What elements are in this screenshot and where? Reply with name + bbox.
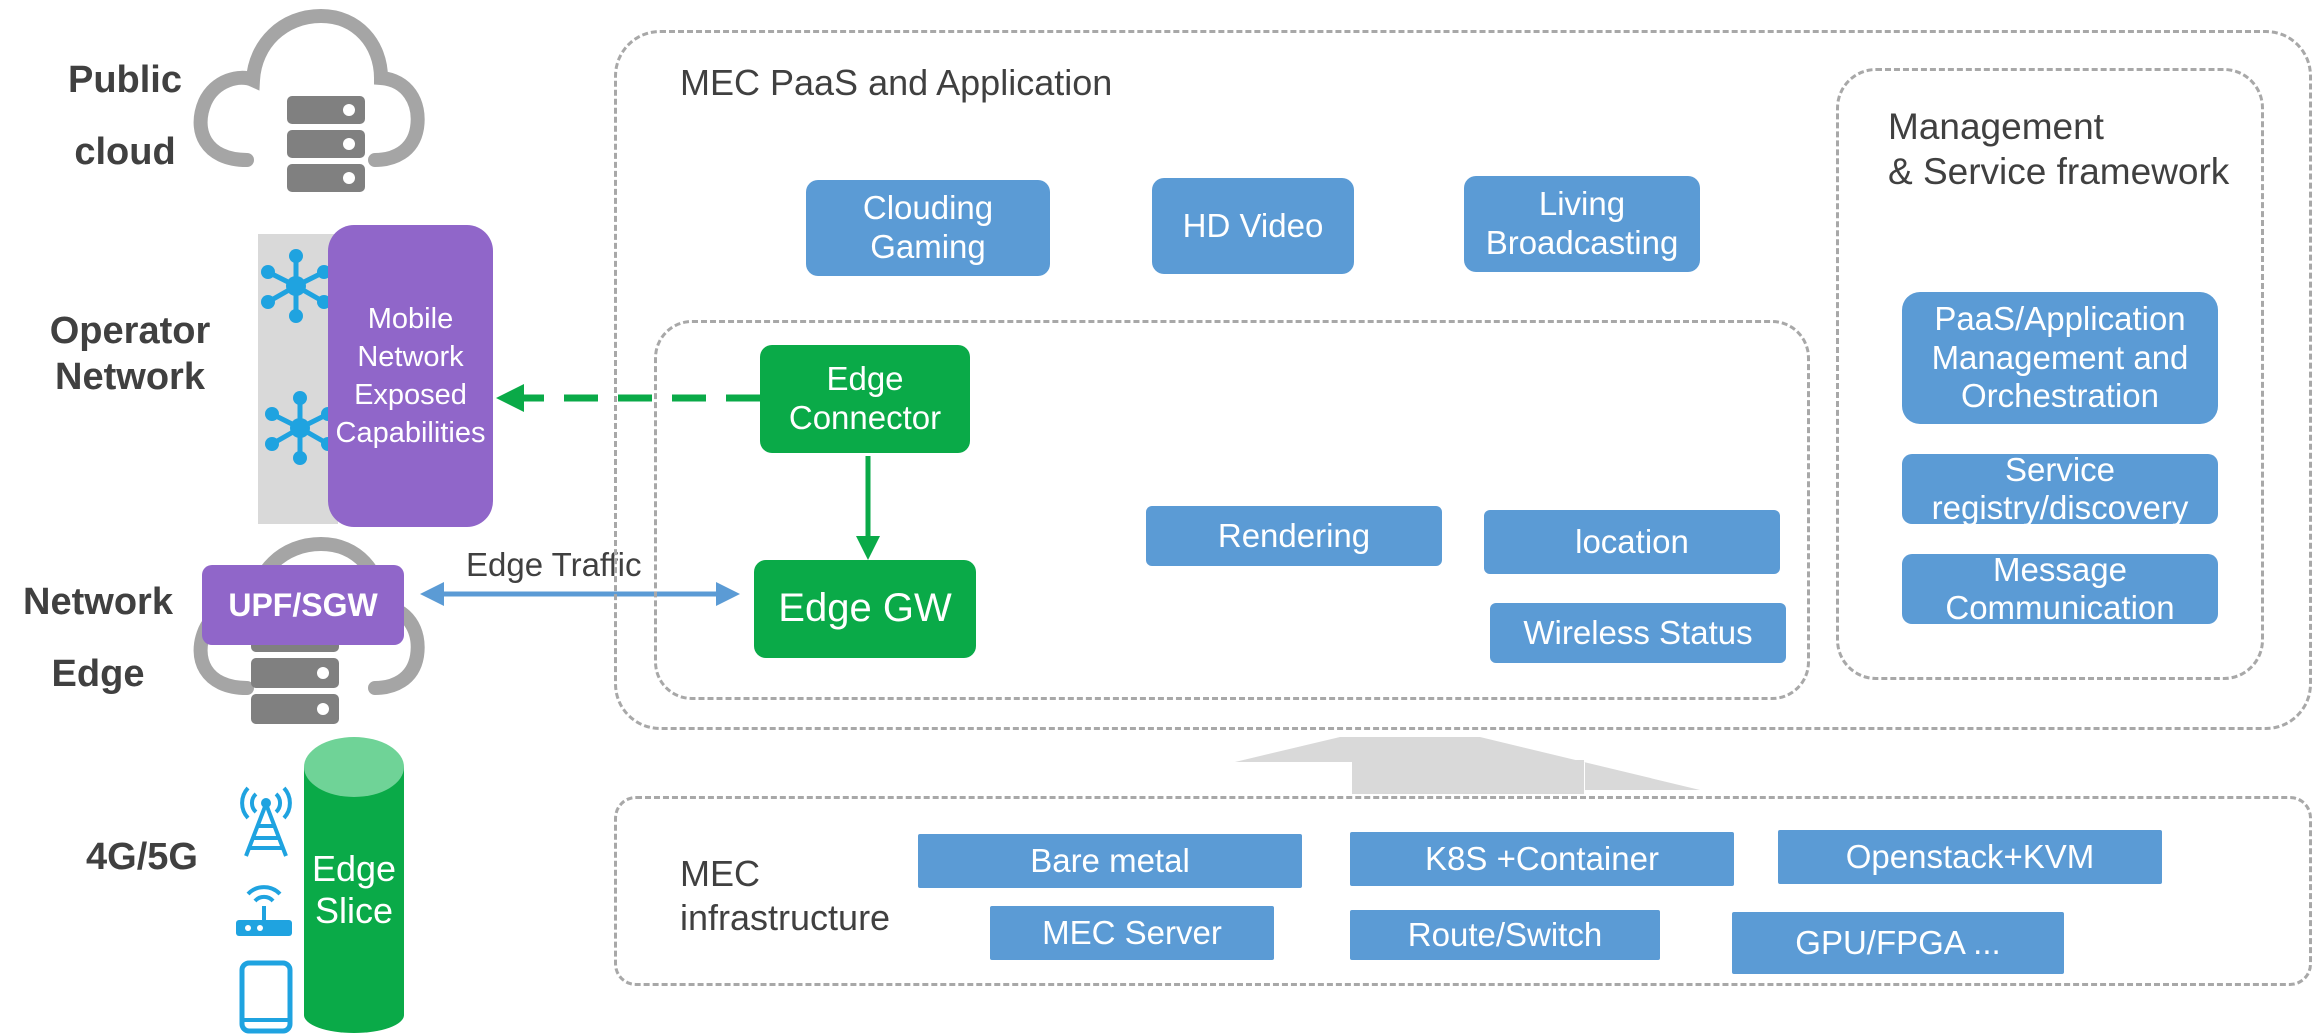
app-hd-video: HD Video: [1152, 178, 1354, 274]
edge-slice-cylinder: [304, 737, 404, 1033]
edge-traffic-label: Edge Traffic: [466, 546, 642, 583]
network-topology-icon: [261, 249, 331, 323]
public-cloud-icon: [193, 8, 425, 192]
infrastructure-up-arrow-stem: [1352, 760, 1584, 794]
cell-tower-icon: [240, 786, 292, 857]
management-framework-title: Management & Service framework: [1888, 106, 2230, 192]
infra-route-switch: Route/Switch: [1350, 910, 1660, 960]
wifi-router-icon: [236, 885, 292, 936]
smartphone-icon: [239, 960, 293, 1034]
edge-gw-box: Edge GW: [754, 560, 976, 658]
infra-bare-metal: Bare metal: [918, 834, 1302, 888]
mec-paas-container: [614, 30, 2312, 730]
mec-infrastructure-title: MEC infrastructure: [680, 853, 891, 938]
app-living-broadcasting: Living Broadcasting: [1464, 176, 1700, 272]
message-communication-box: Message Communication: [1902, 554, 2218, 624]
network-edge-label: Network Edge: [23, 581, 173, 695]
edge-traffic-arrowhead-left: [420, 582, 444, 606]
public-cloud-label: Public cloud: [67, 59, 183, 173]
mec-paas-title: MEC PaaS and Application: [680, 62, 1113, 103]
service-registry-discovery-box: Service registry/discovery: [1902, 454, 2218, 524]
management-framework-container: [1836, 68, 2264, 680]
edge-connector-box: Edge Connector: [760, 345, 970, 453]
edge-platform-container: [654, 320, 1810, 700]
service-wireless-status: Wireless Status: [1490, 603, 1786, 663]
infrastructure-up-arrow-head: [1235, 737, 1700, 790]
operator-network-label: Operator Network: [49, 310, 211, 398]
service-rendering: Rendering: [1146, 506, 1442, 566]
upf-sgw-box: UPF/SGW: [202, 565, 404, 645]
connector-to-gw-arrowhead: [856, 536, 880, 560]
access-4g-5g-label: 4G/5G: [86, 836, 198, 878]
exposure-arrowhead: [496, 384, 524, 412]
infra-openstack-kvm: Openstack+KVM: [1778, 830, 2162, 884]
app-clouding-gaming: Clouding Gaming: [806, 180, 1050, 276]
mobile-network-exposed-capabilities-box: Mobile Network Exposed Capabilities: [328, 225, 493, 527]
mec-infrastructure-container: [614, 796, 2312, 986]
edge-traffic-arrowhead-right: [716, 582, 740, 606]
network-topology-icon: [265, 391, 335, 465]
infra-gpu-fpga: GPU/FPGA ...: [1732, 912, 2064, 974]
paas-application-management-box: PaaS/Application Management and Orchestr…: [1902, 292, 2218, 424]
edge-slice-label: Edge Slice: [311, 848, 397, 931]
infra-mec-server: MEC Server: [990, 906, 1274, 960]
infra-k8s-container: K8S +Container: [1350, 832, 1734, 886]
service-location: location: [1484, 510, 1780, 574]
